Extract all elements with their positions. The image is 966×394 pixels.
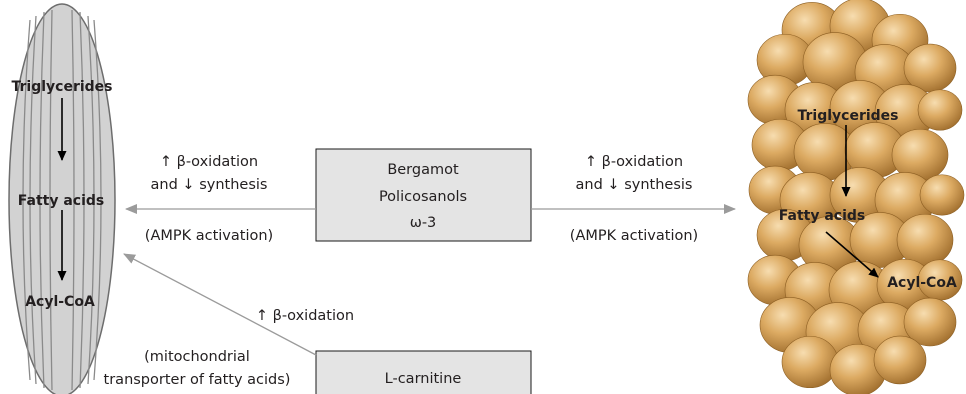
fat-globule <box>781 335 839 389</box>
l-carnitine-box <box>315 350 532 394</box>
arrow-carnitine-to-muscle <box>123 253 317 356</box>
muscle-acyl-coa-label: Acyl-CoA <box>25 294 95 310</box>
muscle-fatty-acids-label: Fatty acids <box>18 193 104 209</box>
left-ampk-label: (AMPK activation) <box>145 228 273 244</box>
fat-globules <box>747 0 965 394</box>
fat-globule <box>919 174 965 216</box>
carnitine-note-line1: (mitochondrial <box>144 349 250 365</box>
muscle-triglycerides-label: Triglycerides <box>11 79 112 95</box>
adipose-tissue: Triglycerides Fatty acids Acyl-CoA <box>747 0 965 394</box>
right-synthesis-label: and ↓ synthesis <box>576 177 693 193</box>
fat-globule <box>917 89 963 131</box>
l-carnitine-label: L-carnitine <box>385 371 462 387</box>
omega-3-label: ω-3 <box>410 215 437 231</box>
bergamot-label: Bergamot <box>387 162 459 178</box>
right-beta-oxidation-label: ↑ β-oxidation <box>585 154 683 170</box>
left-beta-oxidation-label: ↑ β-oxidation <box>160 154 258 170</box>
fat-globule <box>896 213 954 267</box>
bergamot-box <box>315 148 532 242</box>
carnitine-beta-oxidation-label: ↑ β-oxidation <box>256 308 354 324</box>
left-synthesis-label: and ↓ synthesis <box>151 177 268 193</box>
muscle-fibrils <box>22 9 102 391</box>
adipose-triglycerides-label: Triglycerides <box>797 108 898 124</box>
carnitine-note-line2: transporter of fatty acids) <box>104 372 291 388</box>
fat-globule <box>903 297 957 347</box>
adipose-fatty-acids-label: Fatty acids <box>779 208 865 224</box>
muscle-cell: Triglycerides Fatty acids Acyl-CoA <box>8 3 116 394</box>
right-ampk-label: (AMPK activation) <box>570 228 698 244</box>
arrow-fa-to-acylcoa-right <box>825 231 879 278</box>
policosanols-label: Policosanols <box>379 189 467 205</box>
adipose-acyl-coa-label: Acyl-CoA <box>887 275 957 291</box>
fat-globule <box>903 43 957 93</box>
fat-globule <box>873 335 927 385</box>
muscle-cell-outline <box>8 3 116 394</box>
